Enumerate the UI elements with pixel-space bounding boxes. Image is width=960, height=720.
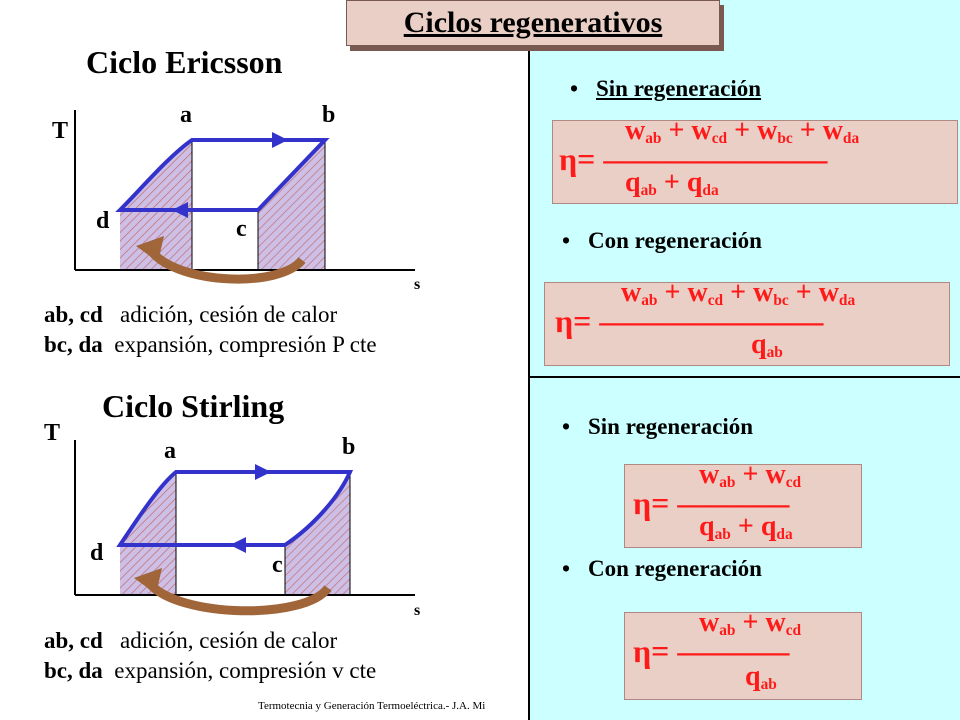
ericsson-point-a: a [180, 102, 192, 128]
horizontal-divider [528, 376, 960, 378]
formula-numerator: wab + wcd [699, 459, 802, 491]
bullet-dot: • [570, 76, 579, 101]
formula-eta-line: η= –––––––––––––– [555, 303, 824, 339]
ericsson-point-d: d [96, 208, 110, 234]
stirling-caption-2-text: expansión, compresión v cte [114, 658, 377, 683]
stirling-arrow-ab [255, 464, 271, 480]
stirling-caption-1-text: adición, cesión de calor [120, 628, 338, 653]
stirling-con-regeneracion-label: Con regeneración [588, 556, 762, 581]
stirling-sin-regeneracion-label: Sin regeneración [588, 414, 754, 439]
ericsson-sin-regeneracion-label: Sin regeneración [596, 76, 762, 101]
stirling-regeneration-arrowhead [134, 568, 162, 594]
formula-denominator: qab + qda [699, 511, 793, 543]
formula-denominator: qab [745, 661, 777, 693]
bullet-dot: • [562, 556, 571, 581]
page-title: Ciclos regenerativos [346, 0, 720, 46]
ericsson-area-right [258, 140, 325, 270]
stirling-sin-regeneracion-bullet: • Sin regeneración [562, 414, 753, 440]
bullet-dot: • [562, 414, 571, 439]
ericsson-ts-diagram [74, 110, 415, 284]
ericsson-formula-sin-regeneracion: wab + wcd + wbc + wda η= –––––––––––––– … [552, 115, 958, 204]
stirling-point-d: d [90, 540, 104, 566]
stirling-regeneration-arrow [146, 580, 332, 616]
formula-numerator: wab + wcd + wbc + wda [625, 115, 860, 147]
ericsson-t-label: T [52, 118, 69, 144]
ericsson-caption-2: bc, da expansión, compresión P cte [44, 330, 377, 360]
ericsson-point-b: b [322, 102, 336, 128]
ericsson-point-c: c [236, 216, 247, 242]
ericsson-caption-1-text: adición, cesión de calor [120, 302, 338, 327]
formula-numerator: wab + wcd + wbc + wda [621, 277, 856, 309]
ericsson-cycle [115, 138, 330, 212]
stirling-s-label: s [414, 602, 421, 619]
formula-eta-line: η= –––––––––––––– [559, 141, 828, 177]
stirling-formula-sin-regeneracion: wab + wcd η= ––––––– qab + qda [624, 459, 862, 548]
stirling-ts-diagram [74, 440, 415, 616]
ericsson-caption-1: ab, cd adición, cesión de calor [44, 300, 337, 330]
ericsson-con-regeneracion-bullet: • Con regeneración [562, 228, 762, 254]
formula-eta-line: η= ––––––– [633, 485, 790, 521]
ericsson-sin-regeneracion-bullet: • Sin regeneración [570, 76, 761, 102]
stirling-con-regeneracion-bullet: • Con regeneración [562, 556, 762, 582]
stirling-cycle [116, 470, 354, 547]
footer-credit: Termotecnia y Generación Termoeléctrica.… [258, 700, 486, 712]
ericsson-arrow-ab [272, 132, 288, 148]
ericsson-formula-con-regeneracion: wab + wcd + wbc + wda η= –––––––––––––– … [544, 277, 950, 366]
stirling-formula-con-regeneracion: wab + wcd η= ––––––– qab [624, 607, 862, 700]
stirling-t-label: T [44, 420, 61, 446]
formula-denominator: qab [751, 329, 783, 361]
ericsson-caption-2-key: bc, da [44, 332, 103, 357]
bullet-dot: • [562, 228, 571, 253]
ericsson-regeneration-arrow [148, 248, 306, 284]
formula-denominator: qab + qda [625, 167, 719, 199]
stirling-caption-1-key: ab, cd [44, 628, 103, 653]
ericsson-heading: Ciclo Ericsson [86, 44, 283, 80]
stirling-caption-1: ab, cd adición, cesión de calor [44, 626, 337, 656]
ericsson-regeneration-arrowhead [136, 236, 164, 262]
formula-eta-line: η= ––––––– [633, 633, 790, 669]
stirling-area-right [285, 472, 350, 595]
stirling-caption-2-key: bc, da [44, 658, 103, 683]
stirling-point-c: c [272, 552, 283, 578]
ericsson-con-regeneracion-label: Con regeneración [588, 228, 762, 253]
ericsson-s-label: s [414, 276, 421, 293]
stirling-area-left [120, 472, 176, 595]
ericsson-arrow-cd [172, 202, 188, 218]
formula-numerator: wab + wcd [699, 607, 802, 639]
ericsson-area-left [120, 140, 192, 270]
stirling-heading: Ciclo Stirling [102, 388, 285, 424]
stirling-arrow-cd [230, 537, 246, 553]
ericsson-caption-2-text: expansión, compresión P cte [114, 332, 377, 357]
stirling-point-b: b [342, 434, 356, 460]
vertical-divider [528, 0, 530, 720]
stirling-caption-2: bc, da expansión, compresión v cte [44, 656, 376, 686]
stirling-point-a: a [164, 438, 176, 464]
ericsson-caption-1-key: ab, cd [44, 302, 103, 327]
